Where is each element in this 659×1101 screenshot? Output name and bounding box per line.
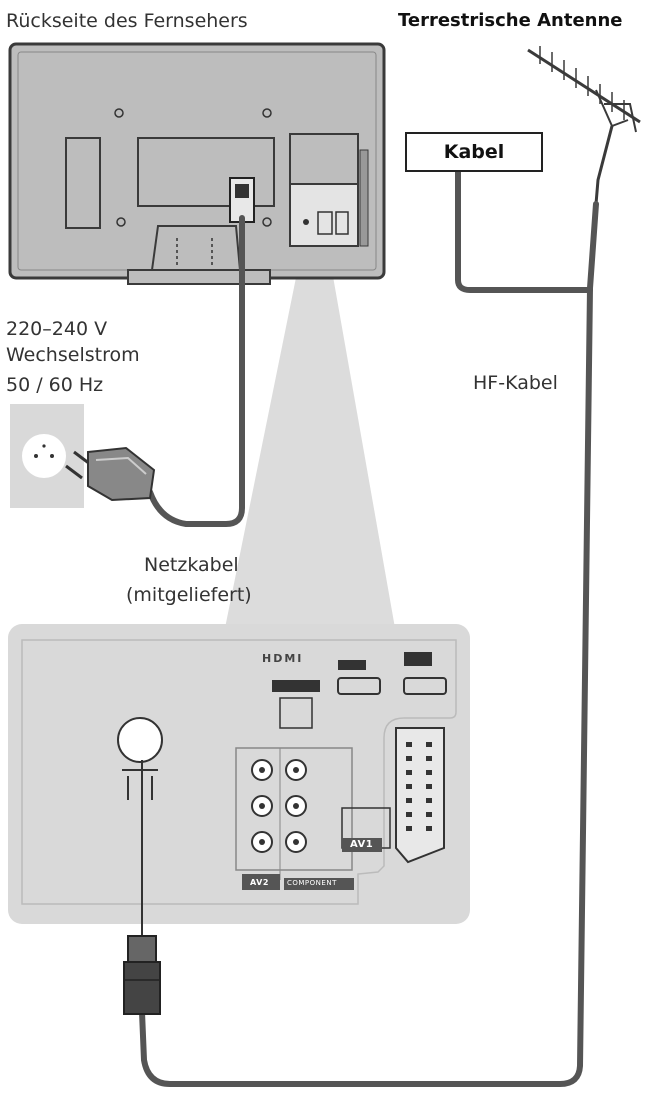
power-plug xyxy=(65,446,156,502)
antenna-label: Terrestrische Antenne xyxy=(398,10,623,31)
mains-cable-label: Netzkabel xyxy=(144,554,239,576)
av2-label: AV2 xyxy=(250,878,269,887)
coax-plug xyxy=(123,760,161,1015)
power-type-label: Wechselstrom xyxy=(6,344,140,366)
tv-rear xyxy=(8,42,386,285)
av1-label: AV1 xyxy=(350,839,374,850)
antenna xyxy=(527,46,641,205)
cables xyxy=(139,169,599,1087)
power-voltage-label: 220–240 V xyxy=(6,318,108,340)
power-frequency-label: 50 / 60 Hz xyxy=(6,374,104,396)
hf-cable-label: HF-Kabel xyxy=(473,372,558,394)
mains-cable-supplied-label: (mitgeliefert) xyxy=(126,584,252,606)
hdmi-label: HDMI xyxy=(262,652,304,665)
cable-label-box: Kabel xyxy=(405,132,543,172)
wall-outlet xyxy=(10,404,84,508)
zoom-wedge xyxy=(225,248,395,628)
connection-panel xyxy=(8,624,470,924)
tv-rear-label: Rückseite des Fernsehers xyxy=(6,10,248,32)
component-label: COMPONENT xyxy=(287,879,337,887)
